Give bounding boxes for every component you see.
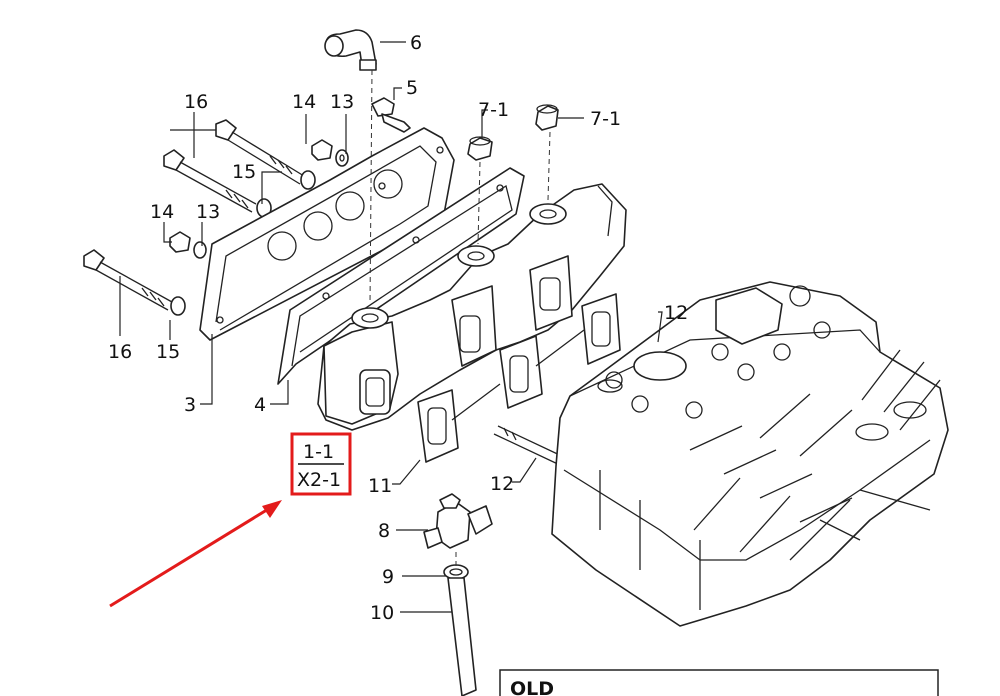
- callout-9: 9: [382, 566, 394, 588]
- callout-12-lower: 12: [490, 473, 514, 495]
- bolt-part-16-middle: [163, 149, 257, 213]
- drain-cock-part-8: [423, 493, 493, 549]
- callout-13-upper: 13: [330, 91, 354, 113]
- cylinder-head: [551, 281, 949, 627]
- callout-14-lower: 14: [150, 201, 174, 223]
- highlight-label-top: 1-1: [303, 441, 334, 463]
- callout-3: 3: [184, 394, 196, 416]
- exhaust-manifold-part-1: [317, 183, 627, 431]
- gasket-part-4: [277, 167, 525, 385]
- bolt-part-16-lower: [83, 249, 173, 311]
- bolt-part-16-upper: [215, 119, 305, 185]
- manifold-part-3: [199, 127, 455, 341]
- callout-13-lower: 13: [196, 201, 220, 223]
- cap-part-7-1-left: [467, 136, 493, 161]
- callout-6: 6: [410, 32, 422, 54]
- info-box: OLD: [499, 669, 939, 696]
- stud-part-12-lower: [493, 425, 567, 467]
- clamp-part-9: [443, 564, 469, 580]
- elbow-fitting-part-6: [324, 29, 377, 71]
- leader-lines: [119, 41, 663, 613]
- callout-16-upper: 16: [184, 91, 208, 113]
- callout-12-upper: 12: [664, 302, 688, 324]
- callout-11: 11: [368, 475, 392, 497]
- callout-15-upper: 15: [232, 161, 256, 183]
- callout-4: 4: [254, 394, 266, 416]
- callout-7-1-left: 7-1: [478, 99, 509, 121]
- highlight-box-frame: [290, 432, 352, 496]
- nut-part-14-upper: [311, 139, 333, 161]
- highlight-box: 1-1 X2-1: [290, 432, 352, 496]
- washer-part-13-upper: [335, 149, 349, 167]
- callout-14-upper: 14: [292, 91, 316, 113]
- port-gaskets-part-11: [417, 293, 621, 463]
- washer-part-13-lower: [193, 241, 207, 259]
- callout-7-1-right: 7-1: [590, 108, 621, 130]
- red-arrow: [109, 500, 282, 608]
- info-box-label: OLD: [510, 678, 554, 696]
- callout-8: 8: [378, 520, 390, 542]
- nut-part-14-lower: [169, 231, 191, 253]
- info-box-frame: [499, 669, 939, 696]
- callout-10: 10: [370, 602, 394, 624]
- callout-5: 5: [406, 77, 418, 99]
- callout-15-lower: 15: [156, 341, 180, 363]
- hose-part-10: [447, 577, 477, 696]
- highlight-label-bottom: X2-1: [297, 469, 341, 491]
- callout-16-lower: 16: [108, 341, 132, 363]
- cap-part-7-1-right: [535, 104, 559, 131]
- washer-part-15-upper: [256, 170, 316, 218]
- washer-part-15-lower: [170, 296, 186, 316]
- plug-part-5: [371, 97, 411, 133]
